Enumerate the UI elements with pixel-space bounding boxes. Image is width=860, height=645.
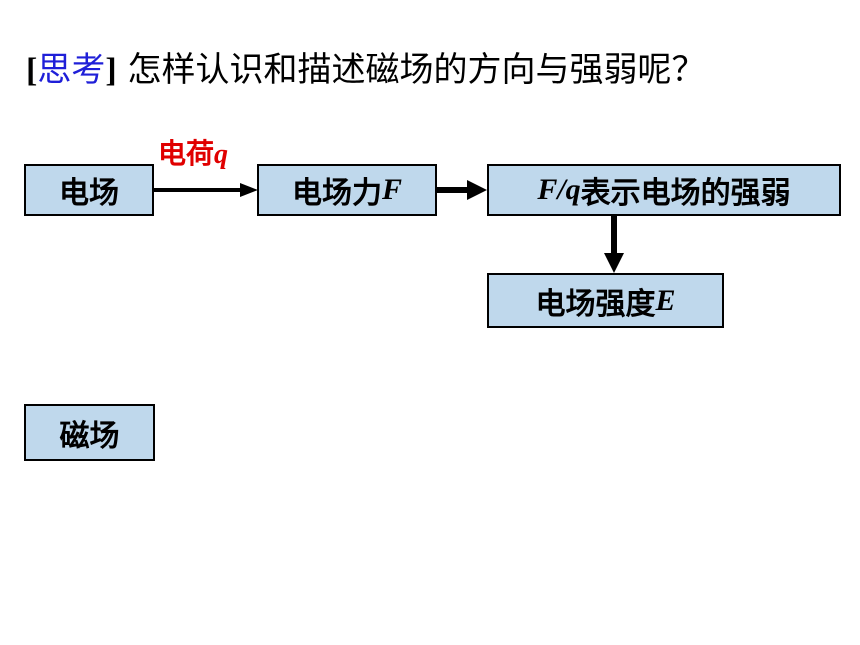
box-electric-field-label: 电场 bbox=[59, 176, 119, 211]
bracket-open: [ bbox=[26, 52, 38, 89]
arrow-force-to-ratio bbox=[437, 180, 487, 200]
bracket-close: ] bbox=[105, 52, 117, 89]
question-text: 怎样认识和描述磁场的方向与强弱呢？ bbox=[116, 50, 706, 90]
think-label: 思考 bbox=[37, 50, 106, 90]
box-electric-force-symbol: F bbox=[381, 173, 402, 206]
box-magnetic-field-label: 磁场 bbox=[59, 418, 120, 454]
box-electric-field: 电场 bbox=[24, 164, 154, 216]
box-ratio-label: 表示电场的强弱 bbox=[580, 176, 791, 211]
edge-label-charge: 电荷q bbox=[158, 132, 228, 172]
arrow-field-to-force bbox=[154, 183, 258, 197]
box-field-intensity-symbol: E bbox=[655, 283, 676, 317]
box-field-intensity-label: 电场强度 bbox=[535, 286, 656, 322]
page-title: [思考] 怎样认识和描述磁场的方向与强弱呢？ bbox=[26, 44, 705, 97]
edge-label-symbol: q bbox=[214, 139, 229, 170]
arrow-ratio-to-intensity bbox=[604, 216, 624, 273]
edge-label-text: 电荷 bbox=[158, 137, 215, 170]
box-ratio-symbol: F/q bbox=[537, 173, 581, 206]
box-magnetic-field: 磁场 bbox=[24, 404, 155, 461]
box-electric-force-label: 电场力 bbox=[291, 176, 382, 211]
